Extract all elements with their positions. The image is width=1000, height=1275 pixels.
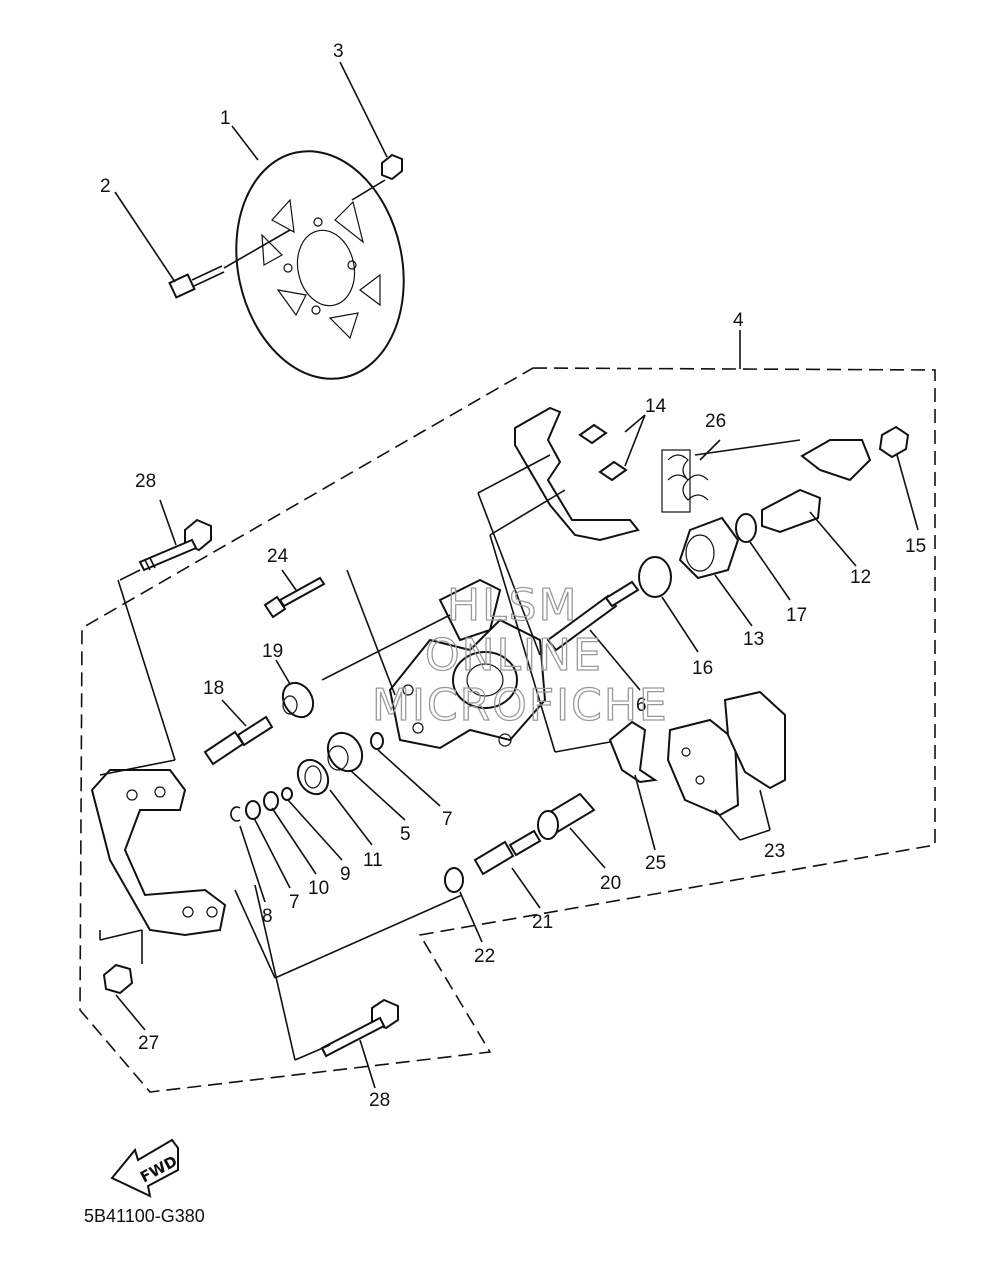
- caliper-bracket: [90, 769, 227, 937]
- bushing-20: [537, 792, 606, 869]
- callout-12: 12: [850, 567, 871, 588]
- caliper-assembly-boundary: [79, 367, 936, 1093]
- brake-pads-23: [666, 690, 786, 841]
- shaft-12: [761, 488, 857, 567]
- callout-21: 21: [532, 912, 553, 933]
- callout-7-upper: 7: [442, 809, 453, 830]
- callout-6: 6: [636, 695, 647, 716]
- callout-24: 24: [267, 546, 289, 567]
- callout-27: 27: [138, 1033, 159, 1054]
- brake-lever-15: [800, 425, 919, 531]
- callout-13: 13: [743, 629, 764, 650]
- watermark-line-1: HLSM: [447, 580, 579, 631]
- callout-20: 20: [600, 873, 621, 894]
- callout-18: 18: [203, 678, 224, 699]
- callout-8: 8: [262, 906, 273, 927]
- seal-11: [296, 758, 330, 796]
- disc-bolt: [168, 229, 291, 299]
- callout-28-top: 28: [135, 471, 156, 492]
- circlip-8: [230, 806, 241, 822]
- caliper-body: [388, 578, 547, 750]
- bushing-19: [275, 659, 315, 719]
- o-ring-17: [735, 513, 757, 543]
- bracket-nut-27: [99, 929, 146, 1031]
- o-ring-16: [638, 556, 672, 598]
- spring-26: [661, 439, 801, 513]
- mounting-bolt-bottom: [320, 998, 399, 1089]
- bleed-screw-6: [546, 580, 641, 691]
- forward-arrow-icon: FWD: [110, 1138, 180, 1198]
- brake-disc: [235, 150, 405, 380]
- callout-28-bottom: 28: [369, 1090, 390, 1111]
- callout-16: 16: [692, 658, 713, 679]
- callout-2: 2: [100, 176, 111, 197]
- disc-nut: [351, 153, 403, 201]
- pad-spring-25: [608, 720, 658, 851]
- brake-arm-bracket: [514, 406, 646, 542]
- diagram-code: 5B41100-G380: [84, 1206, 205, 1226]
- callout-11: 11: [363, 850, 383, 871]
- o-ring-9: [281, 787, 293, 801]
- callout-9: 9: [340, 864, 351, 885]
- slide-pin-18: [203, 699, 274, 766]
- callout-26: 26: [705, 411, 726, 432]
- callout-15: 15: [905, 536, 926, 557]
- slide-pin-21: [473, 829, 542, 909]
- washer-10: [263, 791, 279, 811]
- callout-23: 23: [764, 841, 785, 862]
- washer-7: [245, 800, 261, 820]
- adjuster-13: [678, 516, 753, 627]
- callout-7-lower: 7: [289, 892, 300, 913]
- mounting-bolt-top: [138, 499, 212, 572]
- callout-17: 17: [786, 605, 807, 626]
- o-ring-7: [370, 732, 384, 750]
- callout-3: 3: [333, 41, 344, 62]
- watermark-line-3: MICROFICHE: [372, 680, 669, 731]
- callout-5: 5: [400, 824, 411, 845]
- callout-25: 25: [645, 853, 666, 874]
- callout-10: 10: [308, 878, 329, 899]
- piston-5: [326, 731, 364, 773]
- watermark-line-2: ONLINE: [425, 630, 603, 681]
- washer-22: [444, 867, 483, 943]
- callout-14: 14: [645, 396, 667, 417]
- callout-22: 22: [474, 946, 495, 967]
- caliper-pin-24: [263, 569, 326, 619]
- callout-19: 19: [262, 641, 283, 662]
- callout-4: 4: [733, 310, 744, 331]
- callout-1: 1: [220, 108, 231, 129]
